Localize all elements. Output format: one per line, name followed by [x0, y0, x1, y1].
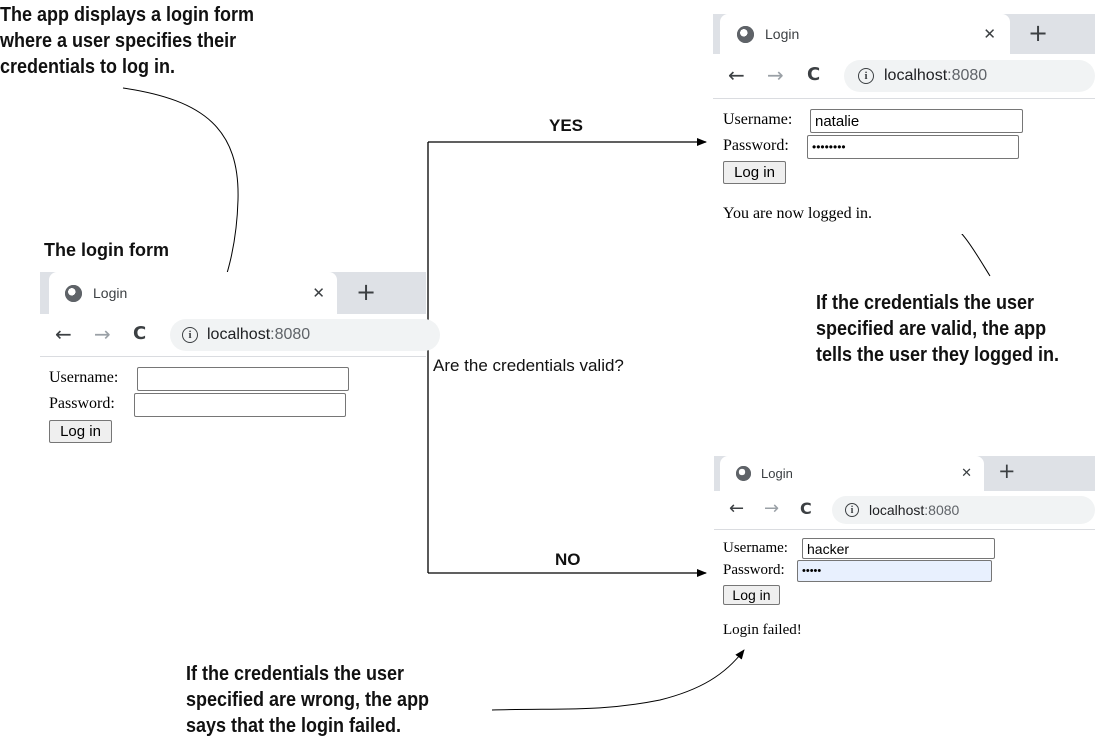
new-tab-icon[interactable]: + [998, 459, 1016, 483]
info-icon[interactable]: i [182, 327, 198, 343]
password-input[interactable]: •••••••• [807, 135, 1019, 159]
username-label: Username: [49, 369, 119, 386]
username-input[interactable] [137, 367, 349, 391]
forward-icon[interactable]: → [767, 63, 784, 87]
reload-icon[interactable]: C [800, 499, 812, 518]
address-bar[interactable]: i localhost:8080 [832, 496, 1095, 524]
url-host: localhost [207, 326, 271, 343]
login-form-heading: The login form [44, 240, 169, 260]
url-port: :8080 [924, 502, 960, 518]
back-icon[interactable]: ← [728, 63, 745, 87]
tab-login[interactable]: Login ✕ [720, 456, 984, 491]
password-label: Password: [723, 137, 789, 154]
password-input[interactable]: ••••• [797, 560, 992, 582]
forward-icon[interactable]: → [94, 322, 111, 346]
url-port: :8080 [270, 326, 311, 343]
toolbar: ← → C i localhost:8080 [40, 314, 440, 357]
toolbar: ← → C i localhost:8080 [713, 54, 1095, 99]
tab-login[interactable]: Login ✕ [49, 272, 337, 314]
toolbar: ← → C i localhost:8080 [714, 491, 1095, 530]
reload-icon[interactable]: C [133, 323, 147, 344]
username-input[interactable]: hacker [802, 538, 995, 559]
callout-line: where a user specifies their [0, 30, 237, 52]
login-form: Username: Password: Log in [40, 357, 426, 447]
username-input[interactable]: natalie [810, 109, 1023, 133]
callout-line: The app displays a login form [0, 4, 255, 26]
close-icon[interactable]: ✕ [312, 284, 325, 302]
browser-initial: Login ✕ + ← → C i localhost:8080 Usernam… [40, 272, 440, 447]
wrong-callout-arrow [491, 649, 745, 711]
login-form: Username: hacker Password: ••••• Log in … [714, 530, 1095, 646]
globe-icon [65, 284, 82, 302]
url-text: localhost:8080 [207, 326, 310, 344]
decision-question: Are the credentials valid? [433, 356, 624, 375]
login-button[interactable]: Log in [723, 585, 780, 605]
info-icon[interactable]: i [845, 503, 859, 517]
url-host: localhost [869, 502, 925, 518]
callout-line: says that the login failed. [186, 715, 402, 737]
no-label: NO [555, 550, 581, 569]
browser-failure: Login ✕ + ← → C i localhost:8080 Usernam… [714, 456, 1095, 646]
info-icon[interactable]: i [858, 68, 874, 84]
password-label: Password: [723, 562, 785, 578]
login-button[interactable]: Log in [723, 161, 786, 184]
url-port: :8080 [947, 67, 988, 84]
callout-valid: If the credentials the user specified ar… [816, 290, 1059, 368]
back-icon[interactable]: ← [55, 322, 72, 346]
close-icon[interactable]: ✕ [961, 466, 972, 481]
globe-icon [737, 25, 754, 43]
forward-icon[interactable]: → [764, 498, 780, 519]
callout-line: If the credentials the user [186, 663, 405, 685]
tab-title: Login [761, 466, 793, 481]
callout-login-form: The app displays a login form where a us… [0, 2, 254, 80]
failure-message: Login failed! [723, 622, 802, 638]
callout-line: specified are valid, the app [816, 318, 1047, 340]
login-button[interactable]: Log in [49, 420, 112, 443]
url-host: localhost [884, 67, 948, 84]
login-form: Username: natalie Password: •••••••• Log… [713, 99, 1095, 234]
username-label: Username: [723, 111, 793, 128]
globe-icon [736, 466, 751, 481]
password-label: Password: [49, 395, 115, 412]
tab-login[interactable]: Login ✕ [720, 14, 1010, 54]
password-input[interactable] [134, 393, 346, 417]
browser-success: Login ✕ + ← → C i localhost:8080 Usernam… [713, 14, 1095, 234]
callout-wrong: If the credentials the user specified ar… [186, 661, 429, 739]
back-icon[interactable]: ← [729, 498, 745, 519]
callout-line: If the credentials the user [816, 292, 1035, 314]
callout-line: specified are wrong, the app [186, 689, 430, 711]
success-message: You are now logged in. [723, 205, 873, 222]
callout-line: credentials to log in. [0, 56, 176, 78]
tab-title: Login [93, 285, 128, 301]
address-bar[interactable]: i localhost:8080 [170, 319, 440, 351]
yes-label: YES [549, 116, 584, 135]
address-bar[interactable]: i localhost:8080 [844, 60, 1095, 92]
new-tab-icon[interactable]: + [1028, 19, 1049, 47]
url-text: localhost:8080 [869, 502, 959, 518]
reload-icon[interactable]: C [807, 64, 821, 85]
url-text: localhost:8080 [884, 67, 987, 85]
close-icon[interactable]: ✕ [983, 25, 996, 43]
username-label: Username: [723, 540, 788, 556]
new-tab-icon[interactable]: + [356, 278, 377, 306]
callout-line: tells the user they logged in. [816, 344, 1060, 366]
tab-title: Login [765, 26, 800, 42]
